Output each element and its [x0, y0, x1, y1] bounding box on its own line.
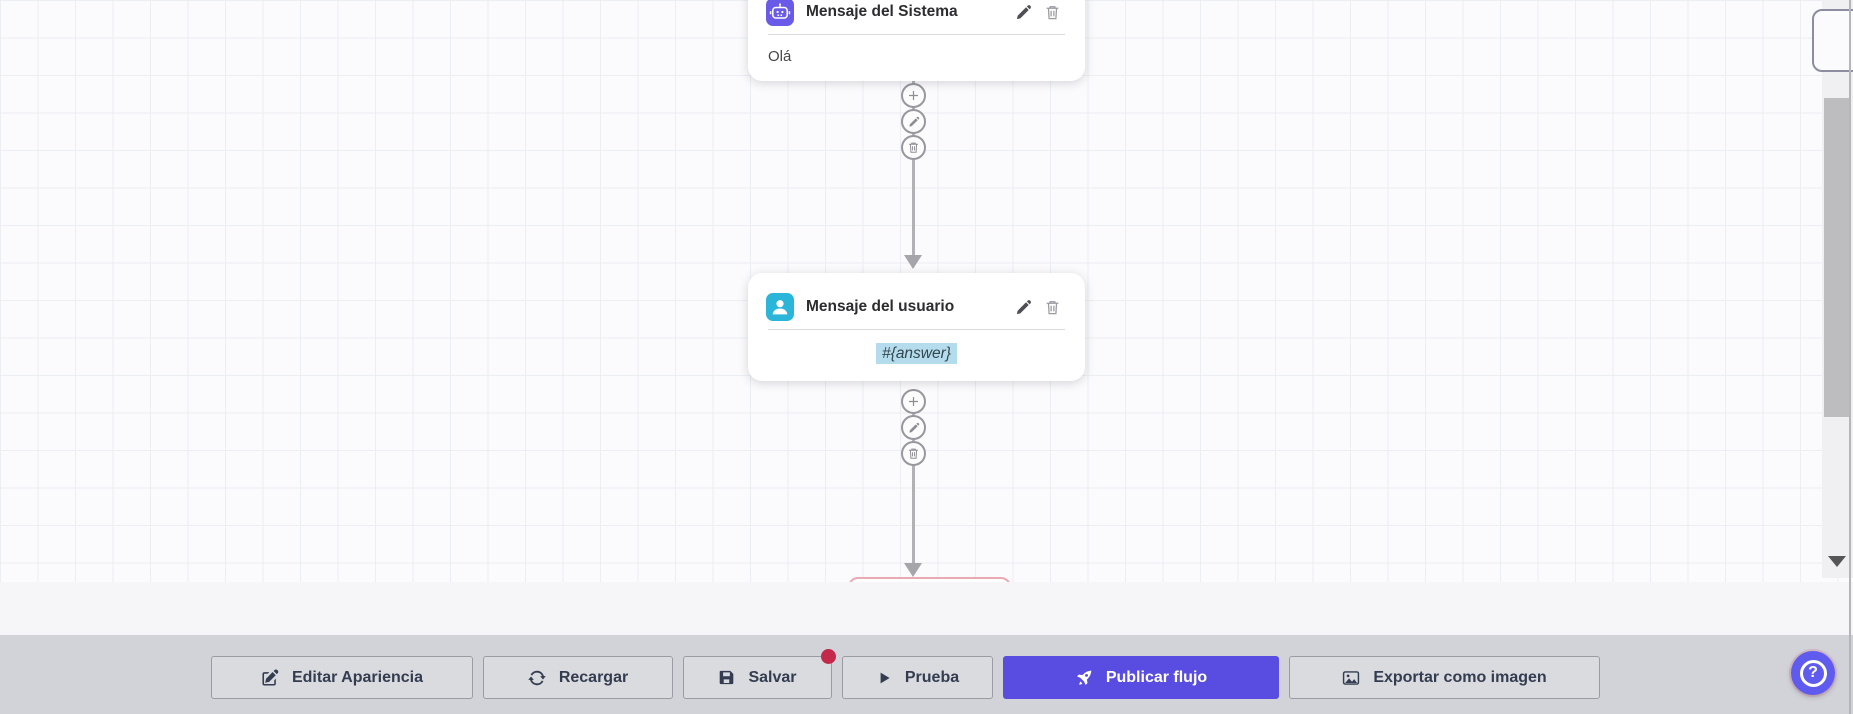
flow-canvas[interactable]: Mensaje del Sistema Olá [0, 0, 1853, 582]
scrollbar-down-arrow[interactable] [1828, 556, 1846, 567]
plus-icon [907, 89, 920, 102]
add-node-button[interactable] [901, 389, 926, 414]
bottom-toolbar: Editar Apariencia Recargar [0, 635, 1853, 714]
connector-line [912, 389, 915, 564]
button-label: Recargar [558, 668, 629, 686]
button-label: Publicar flujo [1105, 668, 1208, 686]
scrollbar-thumb[interactable] [1824, 98, 1850, 417]
toolbar-buttons-row: Editar Apariencia Recargar [211, 649, 1600, 699]
divider [768, 34, 1065, 35]
user-icon [766, 293, 794, 321]
trash-icon [907, 447, 920, 460]
save-button[interactable]: Salvar [683, 649, 836, 699]
help-button[interactable]: ? [1791, 651, 1835, 695]
edit-connection-button[interactable] [901, 109, 926, 134]
trash-icon [907, 141, 920, 154]
unsaved-changes-badge [821, 649, 836, 664]
question-mark-icon: ? [1799, 659, 1827, 687]
trash-icon[interactable] [1044, 4, 1061, 21]
rocket-icon [1075, 669, 1093, 687]
node-body: #{answer} [748, 330, 1085, 381]
add-node-button[interactable] [901, 83, 926, 108]
edit-appearance-button[interactable]: Editar Apariencia [211, 656, 473, 699]
edit-square-icon [261, 669, 279, 687]
delete-connection-button[interactable] [901, 135, 926, 160]
button-label: Exportar como imagen [1373, 668, 1547, 686]
test-button[interactable]: Prueba [842, 656, 993, 699]
canvas-footer-band [0, 582, 1853, 635]
node-header: Mensaje del Sistema [748, 0, 1085, 26]
node-title: Mensaje del Sistema [806, 3, 958, 20]
delete-connection-button[interactable] [901, 441, 926, 466]
save-icon [718, 669, 735, 686]
connector-arrowhead [904, 563, 922, 577]
pencil-icon[interactable] [1015, 4, 1032, 21]
trash-icon[interactable] [1044, 299, 1061, 316]
minimap-panel [1812, 9, 1853, 72]
node-actions [1015, 4, 1061, 21]
partial-next-node[interactable] [848, 577, 1011, 582]
plus-icon [907, 395, 920, 408]
pencil-icon [908, 116, 920, 128]
divider [768, 329, 1065, 330]
refresh-icon [528, 669, 546, 687]
reload-button[interactable]: Recargar [483, 656, 673, 699]
node-title: Mensaje del usuario [806, 298, 955, 315]
node-body-text[interactable]: Olá [768, 48, 792, 65]
vertical-scrollbar[interactable] [1822, 0, 1853, 578]
node-header: Mensaje del usuario [748, 273, 1085, 321]
image-icon [1342, 669, 1360, 687]
button-label: Editar Apariencia [291, 668, 423, 686]
button-label: Prueba [904, 668, 960, 686]
node-system-message[interactable]: Mensaje del Sistema Olá [748, 0, 1085, 81]
pencil-icon [908, 422, 920, 434]
robot-icon [766, 0, 794, 26]
connector-actions [901, 83, 926, 160]
connector-arrowhead [904, 255, 922, 269]
edit-connection-button[interactable] [901, 415, 926, 440]
connector-actions [901, 389, 926, 466]
variable-chip[interactable]: #{answer} [876, 343, 957, 364]
window-edge-line [1849, 0, 1851, 714]
pencil-icon[interactable] [1015, 299, 1032, 316]
node-actions [1015, 299, 1061, 316]
play-icon [876, 670, 892, 686]
node-user-message[interactable]: Mensaje del usuario #{answer} [748, 273, 1085, 381]
export-image-button[interactable]: Exportar como imagen [1289, 656, 1600, 699]
button-label: Salvar [748, 668, 797, 686]
publish-flow-button[interactable]: Publicar flujo [1003, 656, 1279, 699]
